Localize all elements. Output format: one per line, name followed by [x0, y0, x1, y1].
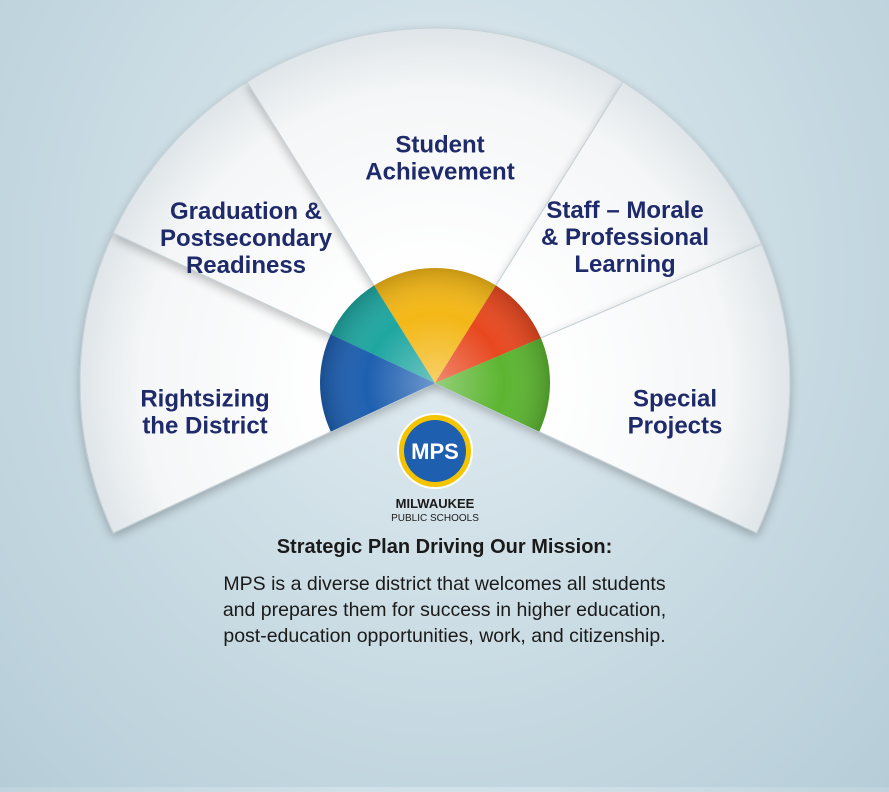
segment-label-line: Readiness [186, 252, 306, 279]
segment-label-line: the District [142, 413, 267, 440]
segment-label-line: & Professional [541, 224, 709, 251]
mps-logo: MPS MILWAUKEE PUBLIC SCHOOLS [391, 413, 479, 524]
segment-label-line: Achievement [365, 159, 514, 186]
mission-statement: Strategic Plan Driving Our Mission: MPS … [100, 536, 789, 649]
wheel-segment [79, 232, 437, 534]
segment-label-line: Projects [628, 413, 723, 440]
segment-label-line: Staff – Morale [546, 197, 703, 224]
mission-line: post-education opportunities, work, and … [223, 625, 666, 647]
segment-label-line: Student [395, 132, 484, 159]
segment-label-line: Postsecondary [160, 225, 333, 252]
segment-label-line: Learning [574, 251, 675, 278]
logo-badge-text: MPS [411, 439, 459, 464]
logo-name-line1: MILWAUKEE [396, 496, 475, 511]
wheel-segment [433, 243, 791, 534]
mission-body: MPS is a diverse district that welcomes … [100, 571, 789, 649]
logo-name-line2: PUBLIC SCHOOLS [391, 513, 479, 524]
logo-badge [404, 420, 466, 482]
segment-label-line: Graduation & [170, 198, 322, 225]
segment-label-line: Rightsizing [140, 386, 269, 413]
core-shading [319, 267, 550, 432]
mission-heading: Strategic Plan Driving Our Mission: [276, 536, 613, 558]
mission-line: and prepares them for success in higher … [222, 599, 667, 621]
mission-line: MPS is a diverse district that welcomes … [223, 573, 666, 595]
segment-label-line: Special [633, 386, 717, 413]
wheel-segment [246, 27, 624, 384]
